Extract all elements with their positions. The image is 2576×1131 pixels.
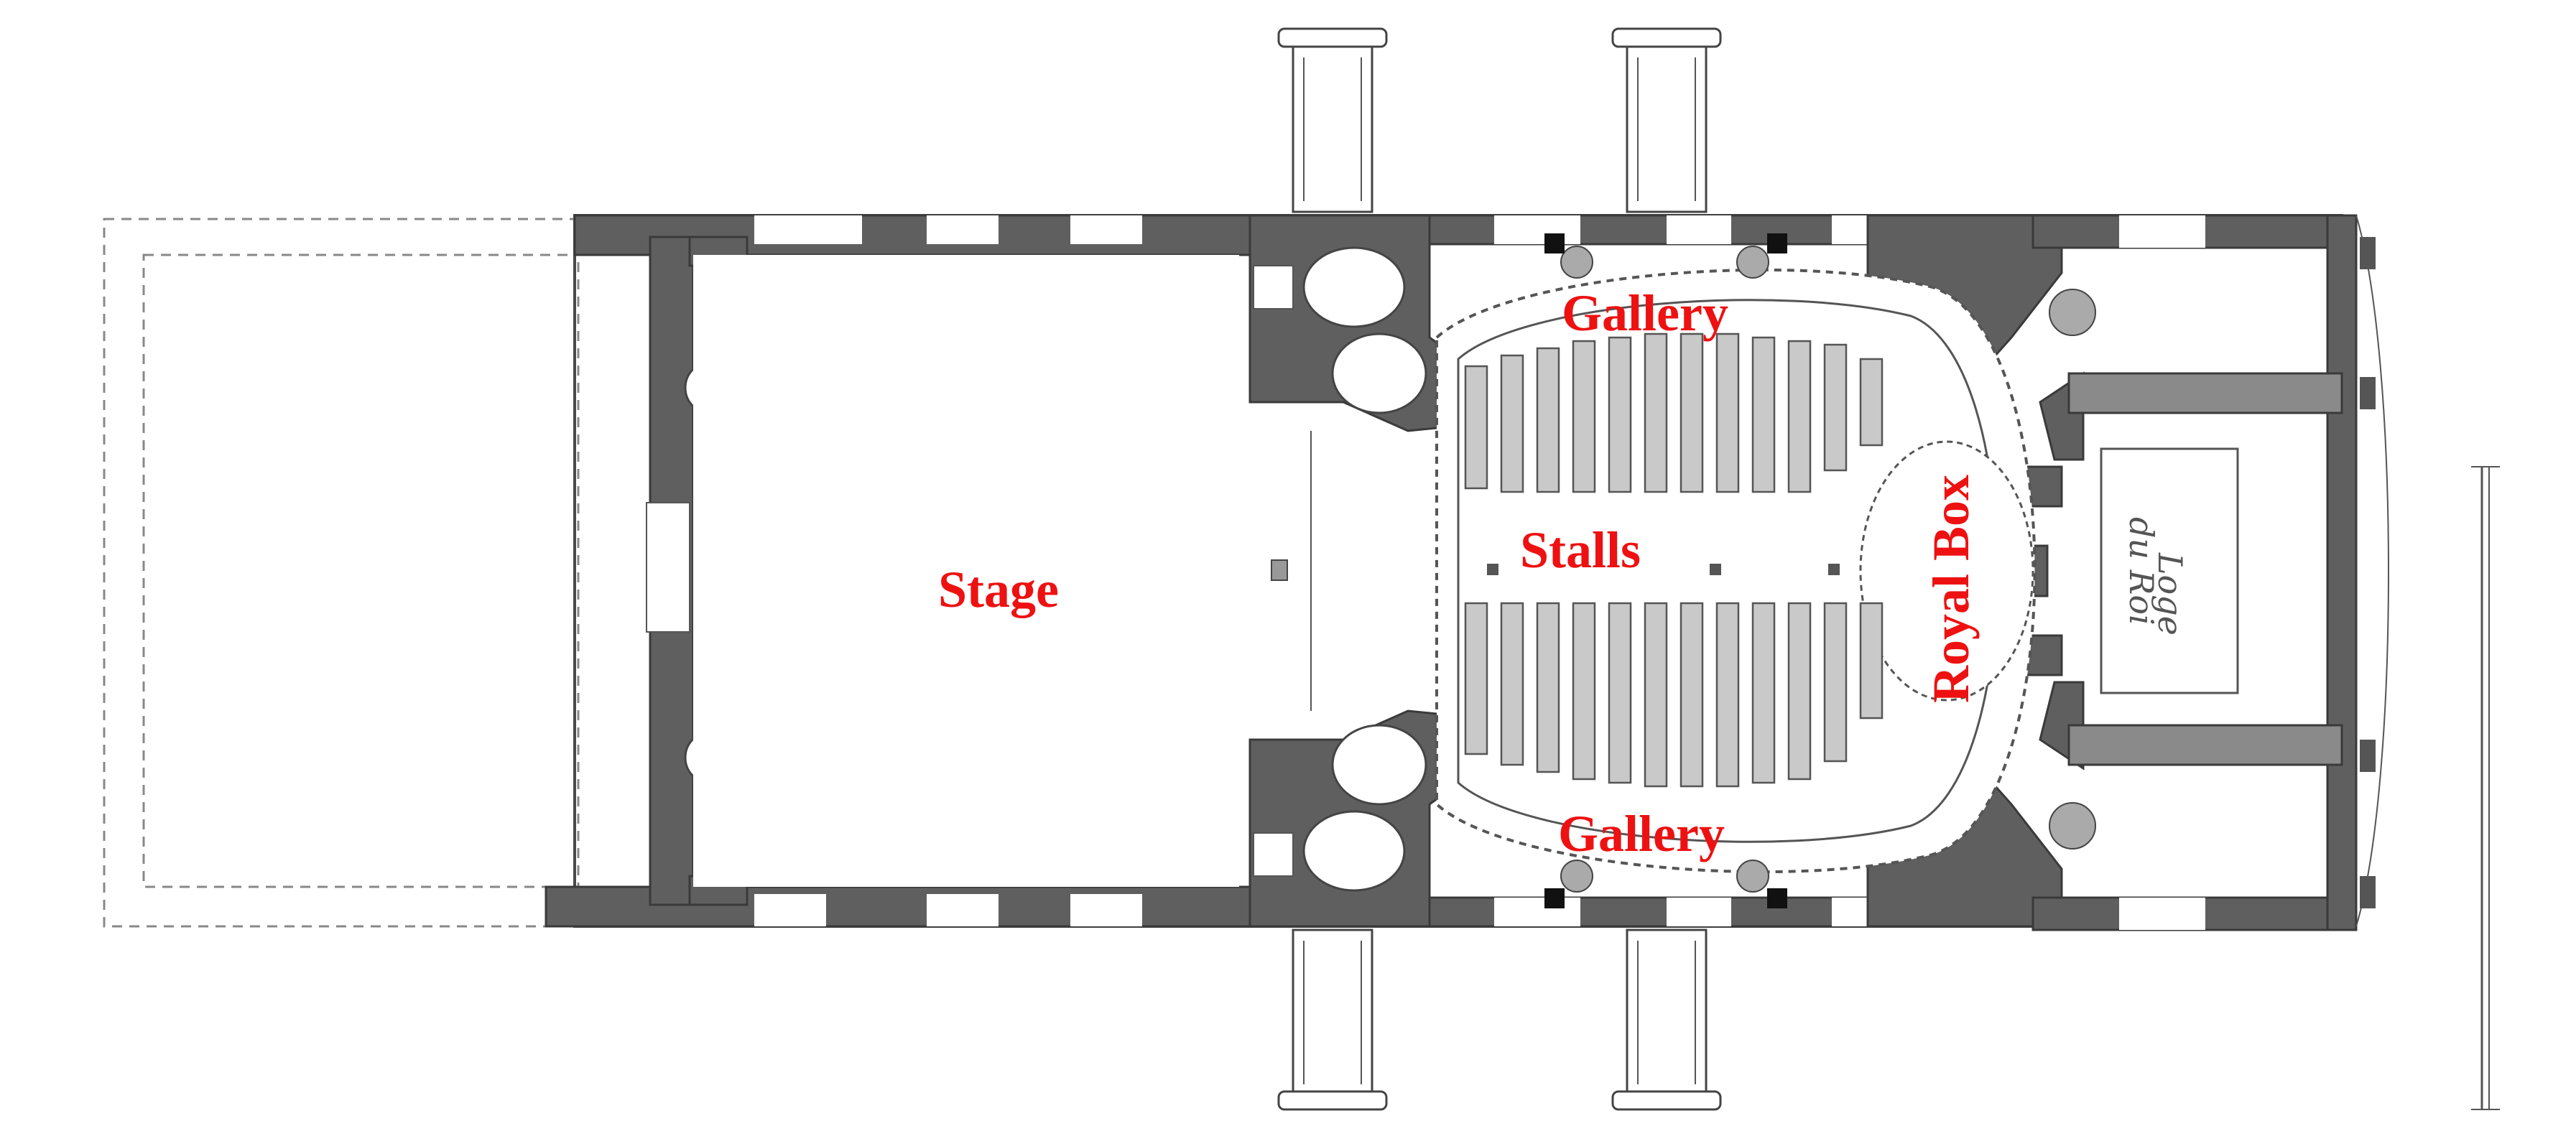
rear-extension — [103, 218, 580, 928]
portico-columns — [2355, 215, 2389, 927]
side-staircases — [1277, 27, 1722, 1111]
stage-floor — [693, 255, 1312, 887]
proscenium-blocks — [1248, 214, 1481, 928]
label-stage: Stage — [938, 561, 1059, 618]
handwritten-note-2: du Roi — [2122, 517, 2161, 625]
label-gallery-top: Gallery — [1562, 284, 1728, 342]
handwritten-note: Loge — [2151, 552, 2190, 636]
stalls-seating-lower — [1464, 602, 1884, 788]
vestibule: Loge du Roi — [2031, 214, 2358, 931]
aisle-markers — [1487, 564, 1840, 575]
royal-box-area — [1859, 440, 2034, 702]
label-stalls: Stalls — [1520, 521, 1641, 579]
label-royal-box: Royal Box — [1922, 475, 1980, 703]
stalls-seating-upper — [1464, 332, 1884, 493]
scale-bar — [2471, 466, 2500, 1110]
label-gallery-bottom: Gallery — [1558, 805, 1725, 862]
